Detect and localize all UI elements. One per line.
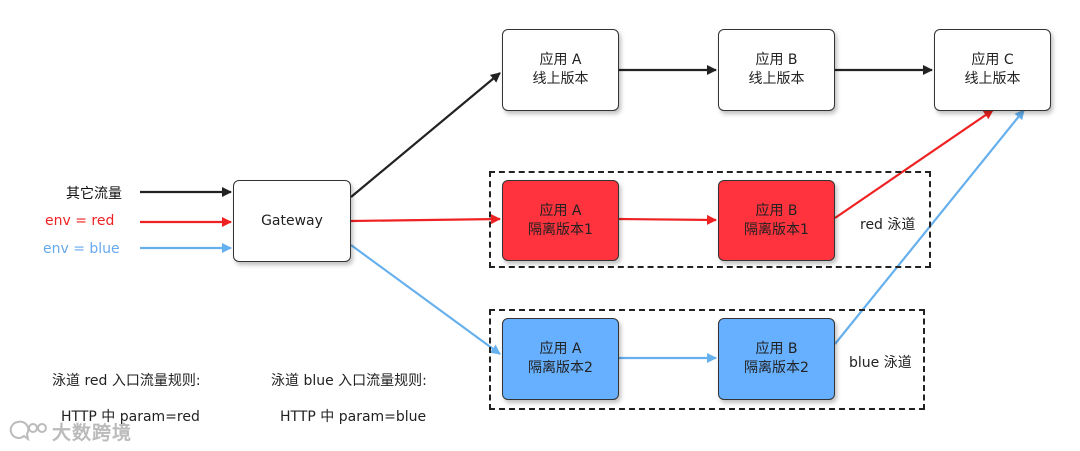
edge-gateway-to-app-a-blue — [350, 244, 501, 355]
watermark: 大数跨境 — [8, 418, 132, 445]
app-a-online-version: 线上版本 — [532, 71, 589, 87]
blue-lane-label: blue 泳道 — [849, 355, 912, 371]
gateway-node: Gateway — [233, 180, 351, 262]
app-b-blue-name: 应用 B — [755, 341, 798, 357]
app-a-blue-version: 隔离版本2 — [528, 360, 593, 376]
blue-lane-boundary — [489, 309, 925, 410]
app-a-blue-node: 应用 A 隔离版本2 — [502, 318, 619, 400]
app-a-online-node: 应用 A 线上版本 — [502, 29, 619, 111]
red-lane-boundary — [489, 171, 931, 268]
chat-bubbles-icon — [9, 420, 47, 441]
app-a-red-node: 应用 A 隔离版本1 — [502, 180, 619, 261]
app-a-blue-name: 应用 A — [539, 341, 582, 357]
app-c-online-name: 应用 C — [971, 52, 1014, 68]
edge-app-b-red-to-app-c-online — [834, 109, 994, 219]
app-b-blue-version: 隔离版本2 — [744, 360, 809, 376]
app-a-red-version: 隔离版本1 — [528, 221, 593, 238]
input-label-env-blue: env = blue — [43, 241, 120, 257]
red-lane-label: red 泳道 — [860, 217, 916, 233]
edge-app-a-red-to-app-b-red — [618, 214, 717, 225]
app-a-red-name: 应用 A — [539, 202, 582, 219]
app-b-red-version: 隔离版本1 — [744, 221, 809, 238]
app-b-blue-node: 应用 B 隔离版本2 — [718, 318, 835, 400]
gateway-label: Gateway — [261, 212, 323, 229]
input-label-other-traffic: 其它流量 — [66, 186, 122, 202]
app-b-online-node: 应用 B 线上版本 — [718, 29, 835, 111]
edge-gateway-to-app-a-red — [350, 214, 501, 225]
red-rule-detail: HTTP 中 param=red — [61, 409, 200, 425]
app-b-red-node: 应用 B 隔离版本1 — [718, 180, 835, 261]
input-label-env-red: env = red — [45, 213, 115, 229]
edge-gateway-to-app-a-online — [350, 72, 501, 198]
red-rule-title: 泳道 red 入口流量规则: — [52, 373, 201, 389]
blue-rule-title: 泳道 blue 入口流量规则: — [271, 373, 427, 389]
app-b-online-name: 应用 B — [755, 52, 798, 68]
app-c-online-version: 线上版本 — [964, 71, 1021, 87]
app-a-online-name: 应用 A — [539, 52, 582, 68]
app-c-online-node: 应用 C 线上版本 — [934, 29, 1051, 111]
app-b-red-name: 应用 B — [755, 202, 798, 219]
app-b-online-version: 线上版本 — [748, 71, 805, 87]
watermark-text: 大数跨境 — [52, 422, 133, 444]
blue-rule-detail: HTTP 中 param=blue — [280, 409, 427, 425]
